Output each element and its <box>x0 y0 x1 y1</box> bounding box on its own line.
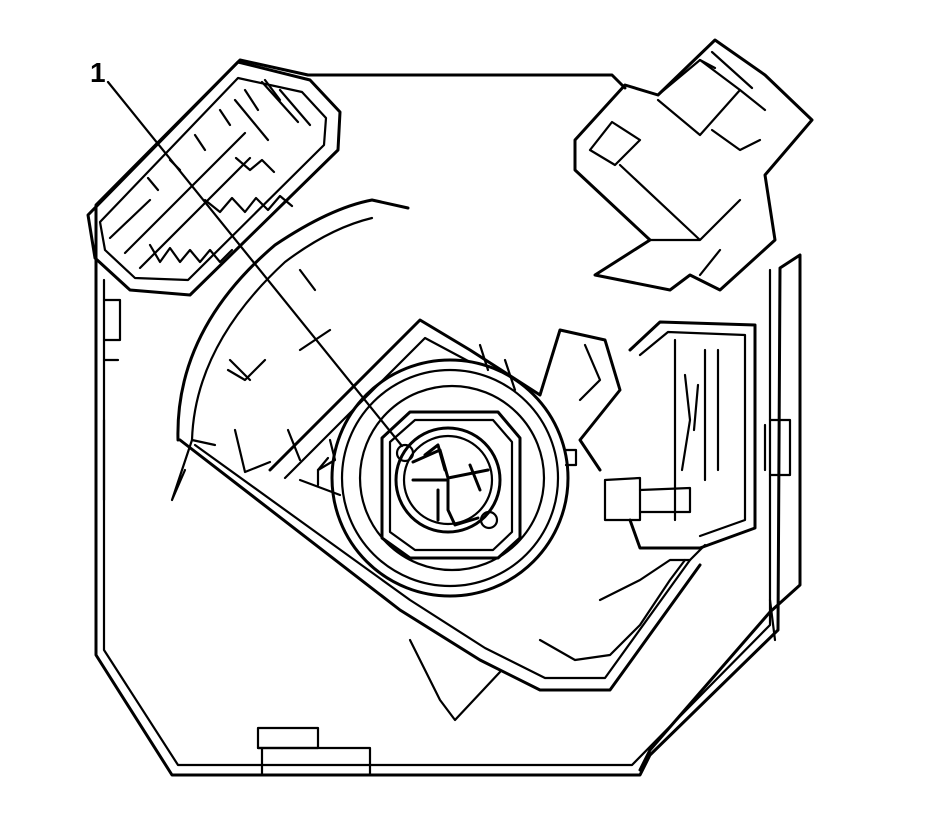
upper-right-connector <box>573 38 814 292</box>
rotor-carrier <box>268 318 622 497</box>
ribbon-ring <box>170 198 707 722</box>
upper-left-connector <box>86 60 342 297</box>
right-side-connector <box>603 320 757 550</box>
hub-assembly <box>316 358 578 598</box>
housing-outline <box>94 58 802 777</box>
callout-1-label: 1 <box>90 57 106 88</box>
callout-1-leader <box>106 80 404 448</box>
